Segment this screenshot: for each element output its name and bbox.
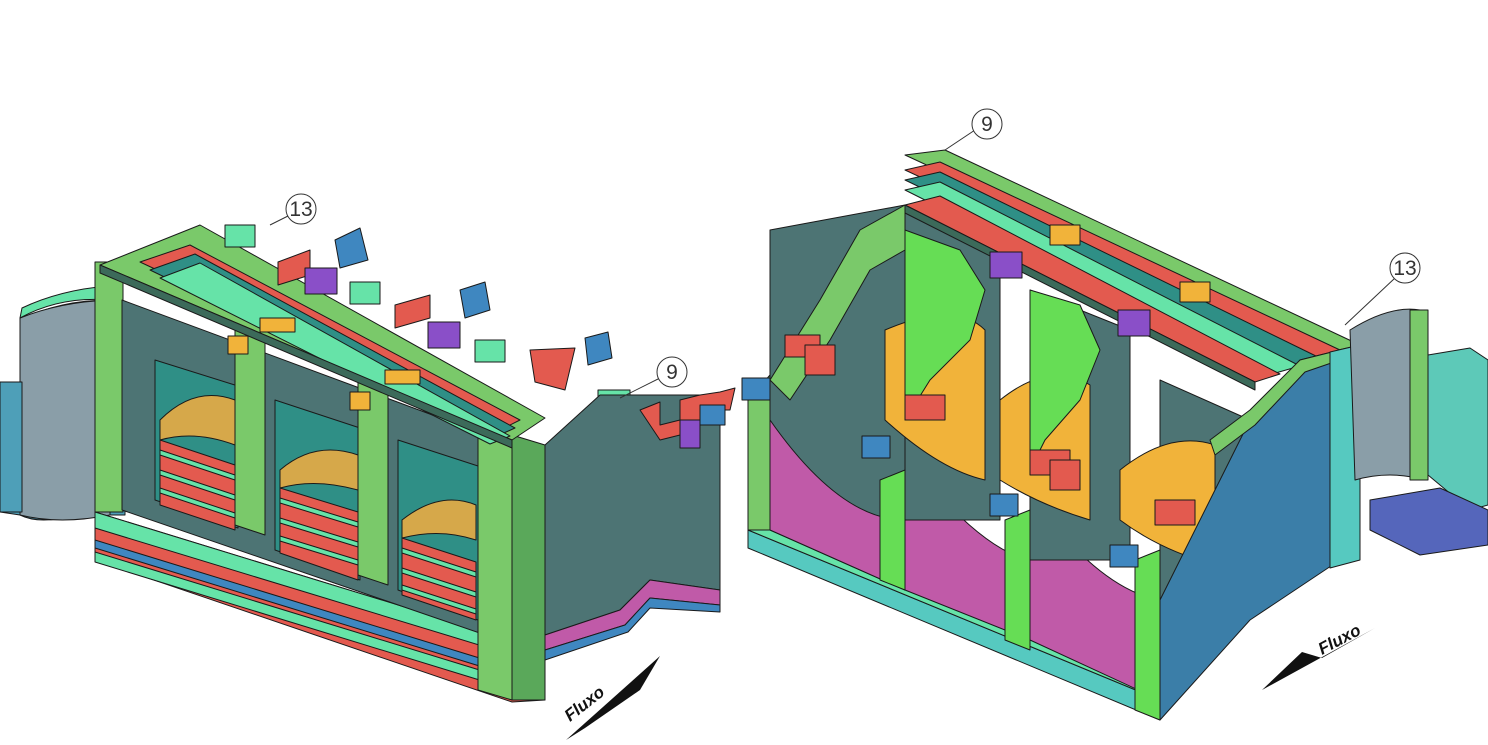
left-pier-3-side [511,434,546,701]
callout-label-9-right: 9 [981,113,993,136]
right-view [741,149,1488,721]
left-abutment-gate-face [19,299,111,521]
left-top-block-4 [459,281,491,319]
left-abutment-pier [94,261,124,513]
right-corbel-4 [1154,499,1196,526]
left-flow-arrow: Fluxo [561,656,660,740]
right-callout-13: 13 [1344,252,1421,326]
left-flow-label: Fluxo [561,682,608,725]
left-pier-3 [477,424,513,701]
left-end-wall-crenel-block [679,419,701,449]
right-pier-2 [1004,509,1031,651]
right-nub-2 [861,435,891,459]
left-bay-3 [397,439,479,621]
left-bracket-3 [259,317,296,333]
left-callout-9: 9 [619,356,688,399]
left-bracket-1 [227,335,249,355]
right-hoist-1 [989,251,1023,279]
left-top-block-6 [584,331,613,366]
left-pier-1 [234,329,266,536]
right-nub-1 [741,377,771,401]
left-top-block-5 [474,339,506,363]
right-abutment-pier [1409,309,1429,481]
left-hoist-1 [277,249,338,295]
left-deck-front [99,264,513,449]
right-abutment-wing [1427,347,1488,511]
right-pier-1 [879,469,906,591]
left-top-block-1 [224,224,256,248]
left-bracket-4 [384,369,421,385]
left-bay-1 [154,359,239,531]
left-end-wall-steps-2 [544,597,721,661]
right-pier-3 [1134,549,1161,721]
left-top-block-3 [349,281,381,305]
left-bay-2 [274,399,361,581]
left-red-wing-1 [529,347,576,391]
left-abutment-side [0,381,23,513]
right-corbel-1b [804,344,836,376]
right-flow-label: Fluxo [1315,620,1364,658]
right-corbel-2 [904,394,946,421]
right-nub-4 [1109,544,1139,568]
left-bracket-2 [349,391,371,411]
right-corbel-3b [1049,459,1081,491]
callout-label-13-right: 13 [1393,257,1416,280]
right-flow-arrow: Fluxo [1262,620,1375,690]
right-deck-bracket-2 [1179,281,1211,303]
right-abutment-slab [1369,487,1488,556]
left-end-wall-crenel-block-2 [699,404,726,426]
right-nub-3 [989,493,1019,517]
right-hoist-2 [1117,309,1151,337]
right-deck-bracket-1 [1049,224,1081,246]
right-callout-9: 9 [944,108,1003,151]
callout-label-13-left: 13 [289,198,312,221]
callout-label-9-left: 9 [666,361,678,384]
left-callout-13: 13 [269,193,317,226]
left-hoist-2 [394,294,461,349]
left-top-block-2 [334,227,369,269]
left-view [0,224,736,703]
